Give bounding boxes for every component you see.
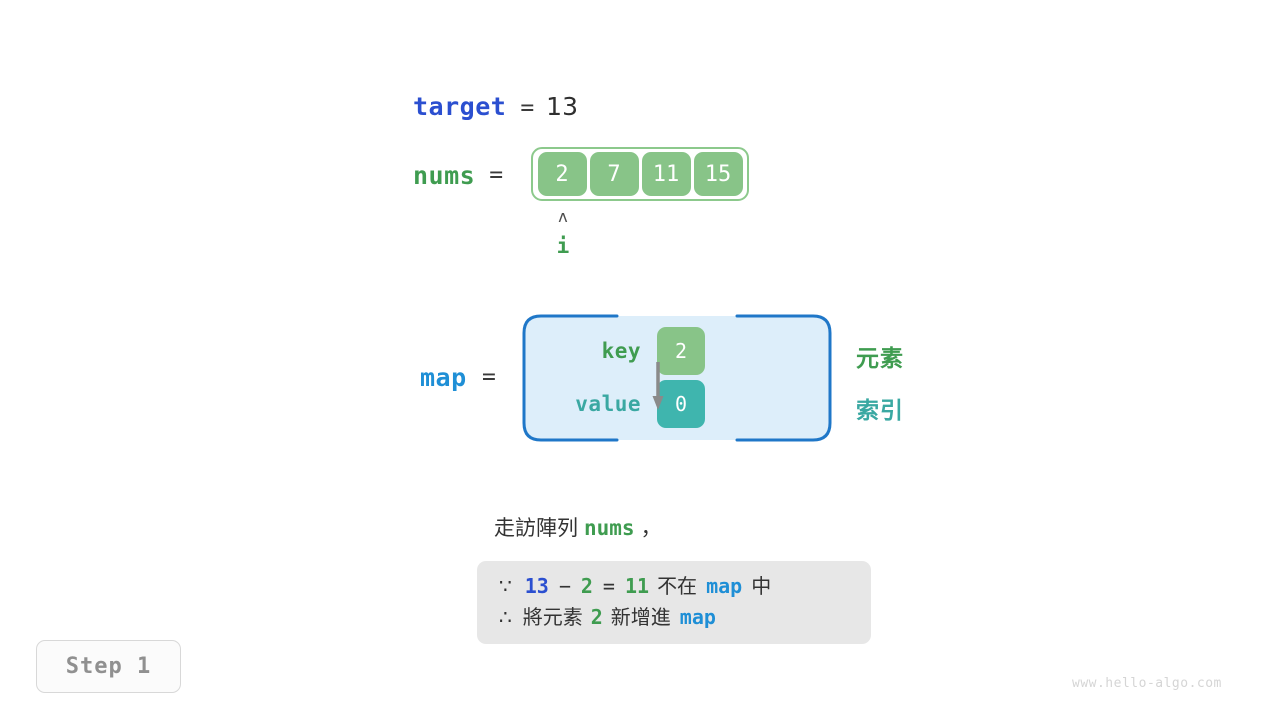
nums-array-container: 2 7 11 15	[531, 147, 749, 201]
explanation-line-2: ∴ 將元素 2 新增進 map	[499, 602, 871, 633]
explanation-text-mid-2: 新增進	[610, 605, 671, 629]
target-variable-name: target	[413, 92, 507, 121]
explanation-text-mid: 不在	[657, 574, 698, 598]
map-container: key 2 value 0	[521, 313, 833, 443]
annotation-element: 元素	[856, 346, 904, 372]
explanation-keyword-map-2: map	[679, 605, 716, 629]
target-variable-value: 13	[546, 92, 578, 121]
explanation-added-number: 2	[590, 605, 603, 629]
caption-prefix: 走訪陣列	[494, 516, 578, 540]
because-symbol: ∵	[499, 574, 512, 598]
caption-suffix: ，	[640, 516, 662, 540]
annotation-index: 索引	[856, 398, 904, 424]
explanation-operand-a: 13	[524, 574, 549, 598]
nums-equals-sign: =	[489, 162, 504, 188]
map-bracket-border-icon	[522, 314, 832, 442]
explanation-text-end: 中	[751, 574, 772, 598]
map-equals-sign: =	[482, 364, 496, 390]
explanation-line-1: ∵ 13−2 = 11 不在 map 中	[499, 571, 871, 602]
map-key-row: key 2	[521, 325, 833, 377]
watermark: www.hello-algo.com	[1072, 676, 1222, 691]
index-pointer-label: i	[556, 234, 570, 258]
explanation-result: 11	[624, 574, 650, 598]
map-variable-name: map	[420, 363, 467, 392]
map-value-row: value 0	[521, 378, 833, 430]
array-cell: 11	[641, 152, 691, 196]
explanation-box: ∵ 13−2 = 11 不在 map 中 ∴ 將元素 2 新增進 map	[477, 561, 871, 644]
explanation-keyword-map: map	[706, 574, 743, 598]
explanation-equals: =	[602, 574, 615, 598]
array-cell: 2	[537, 152, 587, 196]
target-variable-row: target = 13	[413, 92, 578, 126]
nums-variable-name: nums	[413, 160, 476, 190]
explanation-operator: −	[558, 574, 571, 598]
step-badge: Step 1	[36, 640, 181, 693]
map-key-label: key	[601, 339, 641, 363]
explanation-text-start: 將元素	[522, 605, 583, 629]
caret-up-icon: ʌ	[558, 207, 568, 226]
therefore-symbol: ∴	[499, 605, 512, 629]
array-cell: 15	[693, 152, 743, 196]
array-cell: 7	[589, 152, 639, 196]
map-key-cell: 2	[657, 327, 705, 375]
target-equals-sign: =	[520, 95, 535, 121]
nums-variable-row: nums =	[413, 158, 515, 192]
index-pointer: ʌ i	[553, 208, 573, 260]
map-value-cell: 0	[657, 380, 705, 428]
map-value-label: value	[575, 392, 641, 416]
caption-keyword-nums: nums	[584, 516, 635, 540]
explanation-operand-b: 2	[580, 574, 593, 598]
